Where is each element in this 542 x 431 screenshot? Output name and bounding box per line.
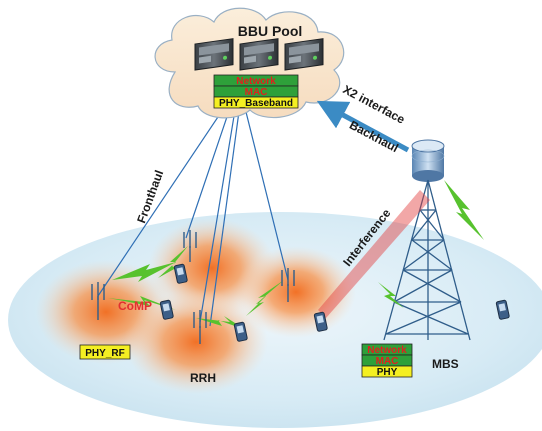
mbs-label: MBS — [432, 357, 459, 371]
interference-beam — [318, 190, 430, 318]
backhaul-label: Backhaul — [347, 118, 401, 155]
mbs-stack-phy — [361, 365, 413, 378]
phone-icon — [233, 321, 248, 342]
phone-icon — [495, 299, 510, 320]
server-icon — [284, 38, 324, 71]
server-icon — [194, 38, 234, 71]
mbs-stack-phy-label: PHY — [377, 367, 398, 378]
bbu-servers — [194, 38, 324, 71]
phone-icon — [313, 311, 328, 332]
rrh-antenna-icon — [91, 282, 105, 320]
bbu-stack-network-label: Network — [236, 76, 276, 87]
bbu-stack-phy-label: PHY_Baseband — [219, 98, 293, 109]
bbu-stack-mac-label: MAC — [245, 87, 268, 98]
x2-backhaul-arrow — [316, 100, 410, 153]
mbs-stack-mac-label: MAC — [376, 356, 399, 367]
phone-icon — [159, 299, 174, 320]
phone-icon — [173, 263, 188, 284]
server-icon — [239, 38, 279, 71]
bbu-protocol-stack: Network MAC PHY_Baseband — [213, 74, 299, 109]
phy-rf-label: PHY_RF — [85, 348, 124, 359]
mbs-protocol-stack: Network MAC PHY — [361, 343, 413, 378]
phy-rf-box — [79, 344, 131, 360]
database-icon — [411, 139, 445, 182]
fronthaul-links — [97, 101, 289, 327]
bbu-stack-phy — [213, 96, 299, 109]
rrh-antenna-icon — [183, 230, 197, 262]
macro-base-station-tower — [383, 179, 471, 341]
small-cell-regions — [36, 218, 356, 394]
fronthaul-label: Fronthaul — [134, 168, 166, 225]
bbu-pool-title: BBU Pool — [238, 23, 303, 39]
wireless-links — [108, 180, 484, 330]
rrh-label: RRH — [190, 371, 216, 385]
comp-label: CoMP — [118, 299, 152, 313]
rrh-antenna-icon — [193, 310, 207, 344]
rrh-antenna-icon — [281, 268, 295, 302]
mbs-stack-network-label: Network — [367, 345, 407, 356]
